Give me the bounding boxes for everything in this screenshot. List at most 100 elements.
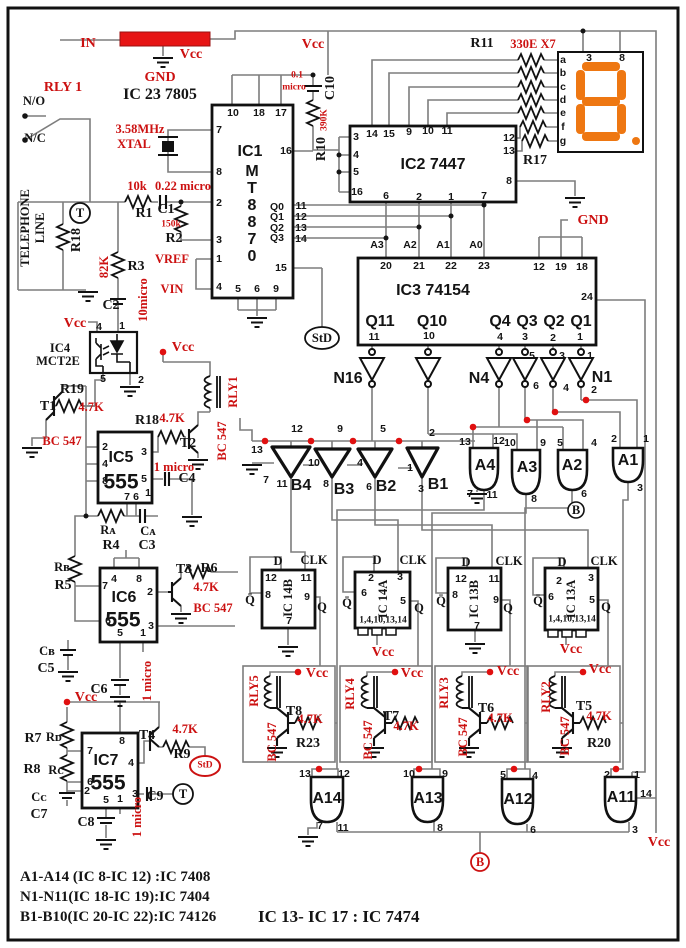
ff1-q: Q <box>317 599 327 614</box>
telephone-line-2: LINE <box>32 212 47 244</box>
ff2-q: Q <box>414 600 424 615</box>
relay-enclosures <box>242 665 621 763</box>
t5-type: BC 547 <box>557 716 572 756</box>
ff3-clk: CLK <box>495 553 523 568</box>
vcc-ic4: Vcc <box>63 316 87 331</box>
ff4-pin-6: 6 <box>548 590 554 603</box>
wires-display-decoder <box>371 59 646 777</box>
ic7-pin-3: 3 <box>132 787 138 800</box>
capacitors <box>59 84 322 825</box>
rb-label: Rʙ <box>54 559 70 574</box>
ff3-qbar: Q̄ <box>436 593 446 608</box>
tone-marker-2 <box>172 783 194 805</box>
ic3-pin-23: 23 <box>478 259 490 272</box>
ic5-pin-6: 6 <box>133 490 139 503</box>
display-segments <box>576 62 640 145</box>
ff3-pin-7: 7 <box>474 619 480 632</box>
ic3-q4: Q4 <box>489 313 511 330</box>
inverter <box>511 357 539 383</box>
ff1-d: D <box>273 553 283 568</box>
ic1-pin-3: 3 <box>216 233 222 246</box>
ic3-label: IC3 74154 <box>396 282 470 299</box>
seg-g-label: g <box>559 134 567 147</box>
xtal-label: XTAL <box>117 136 151 151</box>
vref-label: VREF <box>154 251 190 266</box>
a12-pin-4: 4 <box>532 769 538 782</box>
ic6-pin-3: 3 <box>148 619 154 632</box>
gnd-display: GND <box>577 213 609 228</box>
segment-c <box>617 104 626 134</box>
ic3-pin-1: 1 <box>577 330 583 343</box>
ff3-name: IC 13B <box>466 580 481 618</box>
a13-pin-9: 9 <box>442 767 448 780</box>
inverter-n1 <box>567 357 595 383</box>
a1-pin-1: 1 <box>643 432 649 445</box>
ic7-pin-6: 6 <box>87 775 93 788</box>
ic3-q3: Q3 <box>516 313 538 330</box>
r8-label: R8 <box>23 762 41 777</box>
b4-pin-12: 12 <box>291 422 303 435</box>
ic1-mt8870-box <box>210 103 295 300</box>
net-a0: A0 <box>469 238 483 251</box>
a13-pin-10: 10 <box>403 767 415 780</box>
r11-value: 330E X7 <box>510 36 556 51</box>
b3-pin-8: 8 <box>323 477 329 490</box>
a11-pin-2: 2 <box>604 768 610 781</box>
led-symbol <box>109 340 125 354</box>
ic6-pin-2: 2 <box>147 585 153 598</box>
ic6-label: IC6 <box>111 589 137 606</box>
ic3-pin-3: 3 <box>522 330 528 343</box>
ic2-pin-2: 2 <box>416 190 422 203</box>
a13-pin-8: 8 <box>437 821 443 834</box>
ff2-d: D <box>372 552 382 567</box>
n4-label: N4 <box>468 370 490 387</box>
ic2-pin-10: 10 <box>422 124 434 137</box>
legend-line-3: B1-B10(IC 20-IC 22):IC 74126 <box>20 909 217 925</box>
ff4-strip: 1,4,10,13,14 <box>548 614 596 625</box>
c4-label: C4 <box>178 471 196 486</box>
ic3-pin-22: 22 <box>445 259 457 272</box>
r23-label: R23 <box>295 736 321 751</box>
inv-pin-1: 1 <box>587 349 593 362</box>
page-border <box>6 6 680 942</box>
ic2-pin-9: 9 <box>406 125 412 138</box>
gate-a13 <box>410 775 445 824</box>
r18b-value: 4.7K <box>159 410 185 425</box>
b1-pin-1: 1 <box>407 461 413 474</box>
ff2-pin-2: 2 <box>368 571 374 584</box>
ic2-pin-6: 6 <box>383 189 389 202</box>
gate-a4 <box>468 446 500 492</box>
b2-pin-4: 4 <box>357 456 363 469</box>
ic1-q1: Q1 <box>269 210 285 223</box>
opto-internals <box>95 334 131 373</box>
ic1-pin-18: 18 <box>253 106 265 119</box>
r19-value: 4.7K <box>78 399 104 414</box>
ic1-q0: Q0 <box>269 200 285 213</box>
ic4-pin-2: 2 <box>138 373 144 386</box>
ic1-name-7: 7 <box>247 231 257 248</box>
b2-label: B2 <box>375 478 397 495</box>
r18b-label: R18 <box>134 413 160 428</box>
seg-f-label: f <box>561 120 565 133</box>
t3-type: BC 547 <box>193 600 233 615</box>
c6-value: 1 micro <box>139 660 154 702</box>
ic4-pin-4: 4 <box>96 320 102 333</box>
a4-pin-12: 12 <box>493 434 505 447</box>
ic3-pin-12: 12 <box>533 260 545 273</box>
ic7-pin-4: 4 <box>128 756 134 769</box>
segment-d <box>582 132 620 141</box>
b4-pin-13: 13 <box>251 443 263 456</box>
gnd-regulator: GND <box>144 70 176 85</box>
ic1-name-m: M <box>245 163 259 180</box>
a2g-label: A2 <box>561 457 583 474</box>
c7-label: C7 <box>30 807 48 822</box>
and-gates <box>309 446 645 826</box>
t-circle-1: T <box>75 205 85 220</box>
c2-label: C2 <box>102 298 120 313</box>
t6-value: 4.7K <box>487 710 513 725</box>
ic1-pin-10: 10 <box>227 106 239 119</box>
ff2-pin-3: 3 <box>397 570 403 583</box>
ff4-pin-3: 3 <box>588 571 594 584</box>
a12-label: A12 <box>503 791 533 808</box>
a4-pin-11: 11 <box>486 488 498 501</box>
